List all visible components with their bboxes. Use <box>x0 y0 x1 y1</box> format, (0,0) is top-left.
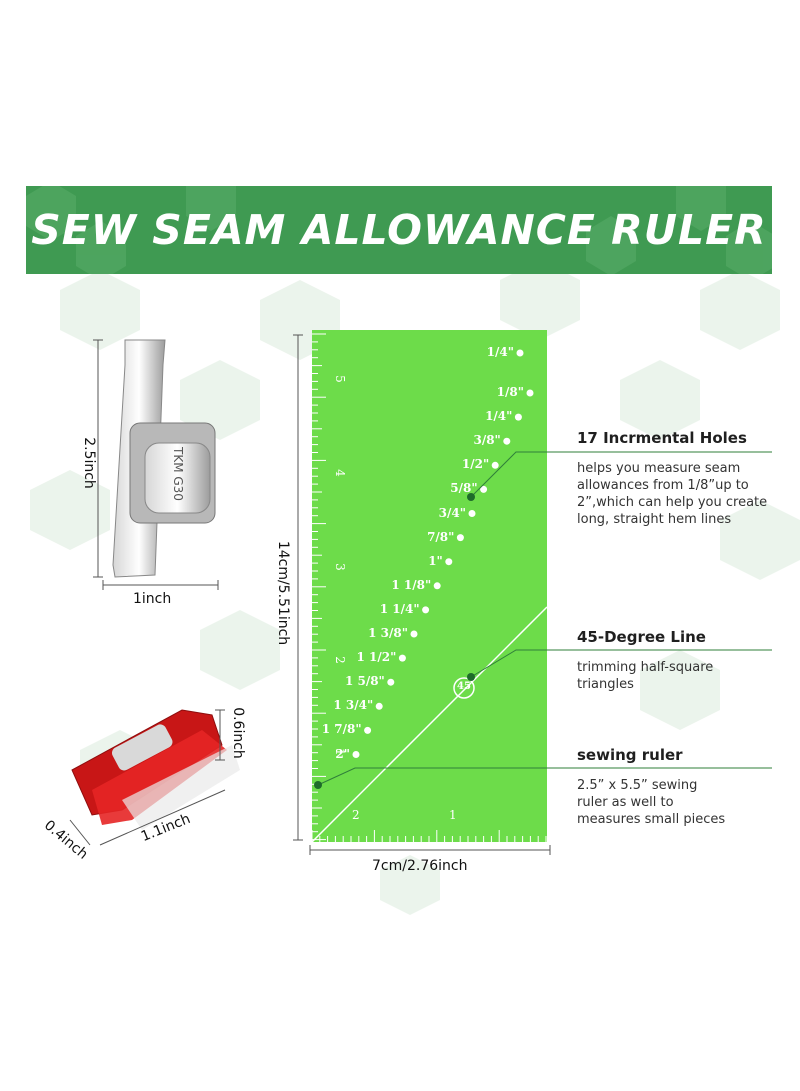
hole-label: 1/4" <box>485 409 513 424</box>
hole <box>398 654 406 662</box>
hole <box>352 751 360 758</box>
gauge-width-label: 1inch <box>133 591 172 607</box>
hole-label: 1/8" <box>496 385 524 399</box>
clip-dimension-lines <box>69 709 226 846</box>
background-hexagon-pattern <box>30 270 800 915</box>
hole <box>514 413 522 421</box>
ruler-bottom-number-1: 1 <box>449 808 457 822</box>
hole <box>375 702 383 710</box>
feature-angle-title: 45-Degree Line <box>577 628 706 646</box>
hole <box>445 558 453 566</box>
hole-label: 2" <box>335 746 350 761</box>
feature-ruler-line-3: measures small pieces <box>577 812 726 827</box>
hole-label: 1 1/4" <box>379 601 420 616</box>
banner-title: SEW SEAM ALLOWANCE RULER <box>31 206 767 254</box>
ruler-bottom-number-2: 2 <box>352 808 360 822</box>
feature-ruler-line-1: 2.5” x 5.5” sewing <box>577 778 698 793</box>
feature-holes-line-2: allowances from 1/8”up to <box>577 478 749 493</box>
title-banner: SEW SEAM ALLOWANCE RULER <box>26 186 772 274</box>
feature-holes-line-1: helps you measure seam <box>577 461 741 476</box>
hole-label: 1/2" <box>461 457 490 472</box>
hole-label: 1 1/8" <box>391 577 432 592</box>
hole <box>480 485 488 493</box>
hole <box>516 349 524 357</box>
hole <box>503 437 511 445</box>
feature-holes-line-4: long, straight hem lines <box>577 512 732 527</box>
hole <box>526 389 534 397</box>
hole <box>422 606 430 614</box>
hole <box>468 510 476 517</box>
hole-label: 1 7/8" <box>321 722 362 737</box>
gauge-dimension-lines <box>93 339 219 590</box>
feature-angle-desc: trimming half-square triangles <box>577 659 713 693</box>
feature-angle-line-2: triangles <box>577 677 634 692</box>
angle-label: 45 <box>457 681 471 692</box>
hole-label: 7/8" <box>427 529 455 544</box>
hole-label: 5/8" <box>450 481 478 496</box>
hole-label: 1 3/4" <box>333 698 374 713</box>
hole-label: 1 3/8" <box>368 626 408 640</box>
seam-gauge-image <box>112 339 216 578</box>
hole-label: 1 5/8" <box>344 674 385 689</box>
hole <box>433 582 441 590</box>
green-ruler <box>293 330 551 855</box>
ruler-width-label: 7cm/2.76inch <box>372 858 468 874</box>
feature-holes-title: 17 Incrmental Holes <box>577 429 747 447</box>
hole <box>456 534 464 542</box>
hole-label: 1 1/2" <box>356 650 397 665</box>
feature-ruler-line-2: ruler as well to <box>577 795 674 810</box>
hole-label: 3/4" <box>438 505 466 520</box>
hole-label: 3/8" <box>473 433 501 448</box>
hole <box>491 461 499 469</box>
feature-holes-desc: helps you measure seam allowances from 1… <box>577 460 767 528</box>
hole <box>387 678 395 686</box>
hole <box>410 630 418 638</box>
sewing-clip-image <box>71 709 240 830</box>
hole-label: 1" <box>428 553 443 568</box>
hole-label: 1/4" <box>486 345 514 359</box>
hole <box>364 726 372 734</box>
banner-hexagon-pattern <box>26 186 772 274</box>
feature-ruler-title: sewing ruler <box>577 746 683 764</box>
feature-holes-line-3: 2”,which can help you create <box>577 495 768 510</box>
feature-angle-line-1: trimming half-square <box>577 660 714 675</box>
feature-ruler-desc: 2.5” x 5.5” sewing ruler as well to meas… <box>577 777 725 828</box>
